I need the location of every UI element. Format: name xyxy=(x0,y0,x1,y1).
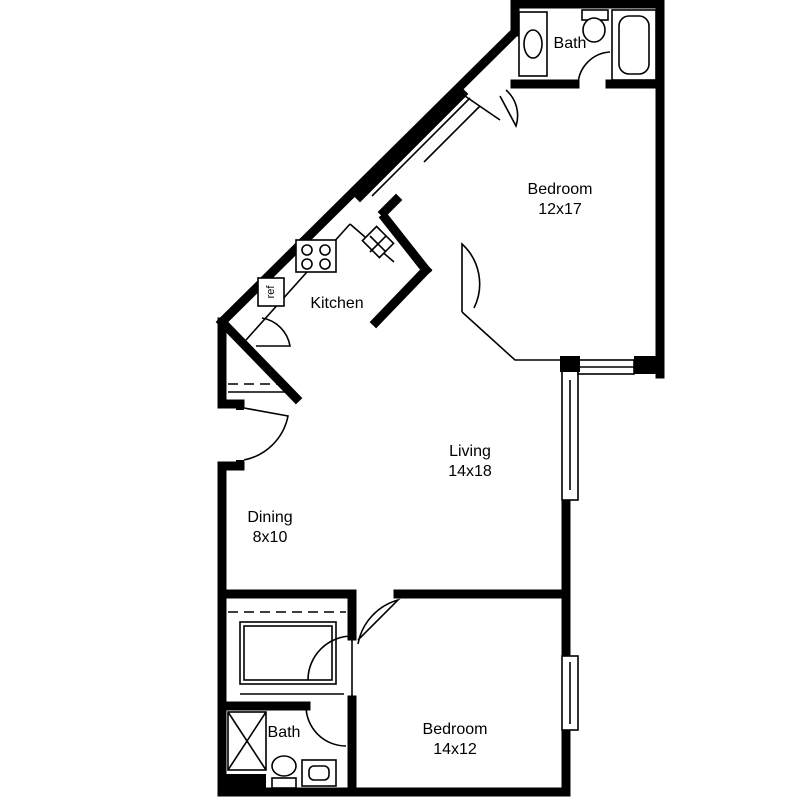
entry-door xyxy=(236,402,289,468)
room-label-bath-top: Bath xyxy=(553,35,587,52)
kitchen-fixtures xyxy=(245,223,395,347)
top-bath-fixtures xyxy=(518,9,657,85)
top-bedroom-closet xyxy=(365,89,519,197)
room-label-living: Living 14x18 xyxy=(448,443,492,480)
bottom-bedroom-door xyxy=(307,598,401,700)
room-label-dining: Dining 8x10 xyxy=(247,509,293,546)
living-window xyxy=(560,356,660,501)
room-label-kitchen: Kitchen xyxy=(310,295,364,312)
top-bedroom-door xyxy=(461,242,481,312)
entry-closet xyxy=(228,383,290,393)
room-label-bath-bottom: Bath xyxy=(267,724,301,741)
fridge-label: ref xyxy=(265,285,277,299)
bottom-closet xyxy=(228,611,346,695)
bedroom-window xyxy=(561,655,579,731)
bottom-bath-fixtures xyxy=(226,705,347,792)
room-label-bedroom-bottom: Bedroom 14x12 xyxy=(422,721,488,758)
interior-walls xyxy=(217,79,665,797)
room-label-bedroom-top: Bedroom 12x17 xyxy=(527,181,593,218)
